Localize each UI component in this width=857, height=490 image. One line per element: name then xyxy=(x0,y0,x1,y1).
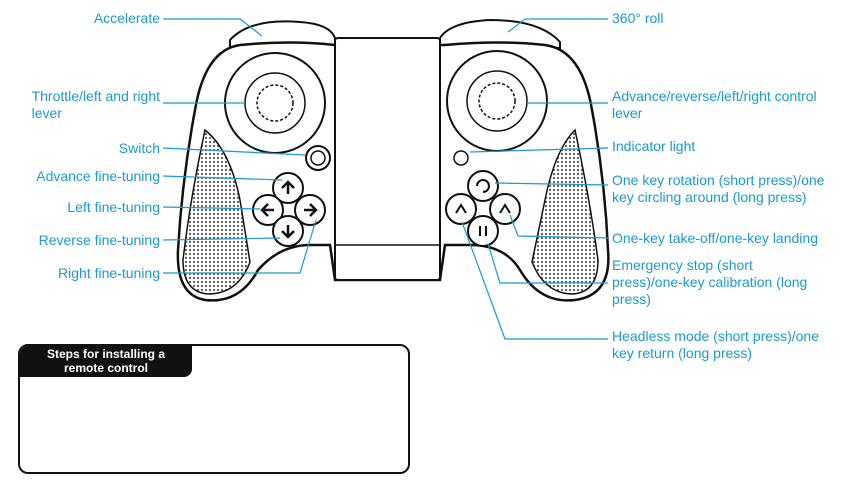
left-shoulder-button xyxy=(229,20,336,50)
label-emergency-line3: press) xyxy=(612,291,651,307)
leader-lines xyxy=(162,18,609,340)
left-joystick xyxy=(256,84,294,122)
rotation-button xyxy=(467,170,499,202)
label-throttle-line2: lever xyxy=(31,105,62,121)
emergency-button xyxy=(467,215,499,247)
label-left-fine: Left fine-tuning xyxy=(67,199,160,215)
main-controller xyxy=(176,18,610,302)
label-rotation-line2: key circling around (long press) xyxy=(612,189,807,205)
indicator-light xyxy=(453,150,469,166)
label-advance-line1: Advance/reverse/left/right control xyxy=(612,88,817,104)
right-shoulder-button xyxy=(439,18,561,50)
steps-title: Steps for installing a remote control xyxy=(20,346,192,377)
phone-holder xyxy=(334,37,441,281)
label-switch: Switch xyxy=(118,140,160,156)
label-reverse-fine: Reverse fine-tuning xyxy=(38,232,160,248)
headless-button xyxy=(445,193,477,225)
steps-title-line2: remote control xyxy=(63,361,148,375)
label-emergency-line2: press)/one-key calibration (long xyxy=(612,274,808,290)
left-grip xyxy=(182,128,251,295)
right-grip xyxy=(531,128,599,295)
label-rotation-line1: One key rotation (short press)/one xyxy=(612,172,825,188)
label-emergency-line1: Emergency stop (short xyxy=(612,257,753,273)
label-throttle-line1: Throttle/left and right xyxy=(31,88,160,104)
right-joystick xyxy=(478,82,516,120)
label-roll: 360° roll xyxy=(612,10,664,26)
label-advance-fine: Advance fine-tuning xyxy=(36,168,160,184)
takeoff-button xyxy=(489,193,521,225)
label-accelerate: Accelerate xyxy=(93,10,160,26)
label-advance-lever: Advance/reverse/left/right control lever xyxy=(612,88,817,122)
label-headless-line1: Headless mode (short press)/one xyxy=(612,328,819,344)
label-emergency: Emergency stop (short press)/one-key cal… xyxy=(612,257,807,308)
label-advance-line2: lever xyxy=(612,105,643,121)
label-indicator: Indicator light xyxy=(612,138,696,154)
label-headless-line2: key return (long press) xyxy=(612,345,753,361)
label-rotation: One key rotation (short press)/one key c… xyxy=(612,172,824,206)
label-takeoff: One-key take-off/one-key landing xyxy=(612,230,818,246)
label-throttle: Throttle/left and right lever xyxy=(32,88,160,122)
label-right-fine: Right fine-tuning xyxy=(58,265,160,281)
steps-title-line1: Steps for installing a xyxy=(46,347,166,361)
label-headless: Headless mode (short press)/one key retu… xyxy=(612,328,819,362)
